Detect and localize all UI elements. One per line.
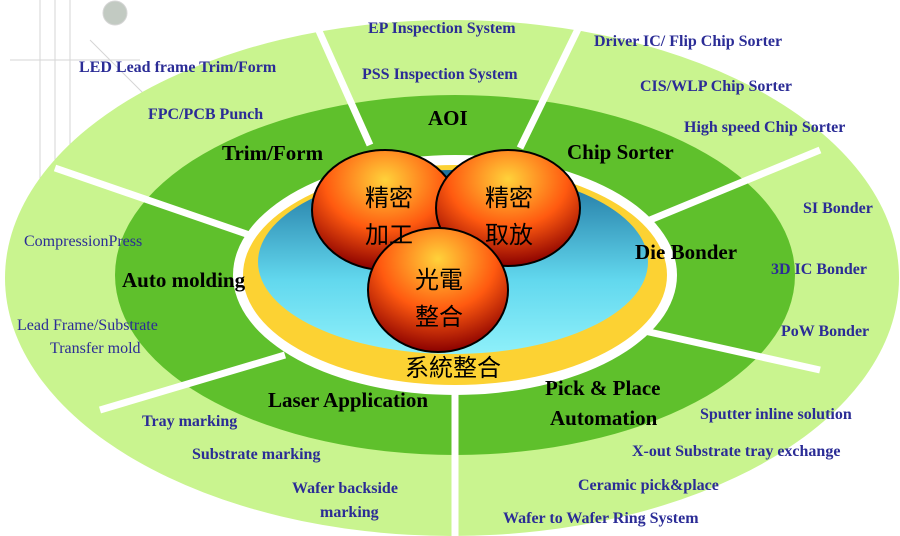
item: LED Lead frame Trim/Form [79, 59, 277, 76]
trim-form-label: Trim/Form [222, 141, 324, 165]
item: Tray marking [142, 413, 238, 430]
segment-dividers [53, 20, 822, 536]
laser-label: Laser Application [268, 388, 429, 412]
item: Ceramic pick&place [578, 477, 719, 494]
core-label-3: 光電整合 [415, 266, 463, 331]
background-circuit-decoration [10, 0, 151, 220]
core-label-1: 精密加工 [365, 184, 413, 249]
item: Lead Frame/Substrate [17, 317, 158, 334]
core-label-2: 精密取放 [485, 184, 533, 249]
die-bonder-label: Die Bonder [635, 240, 738, 264]
pick-place-label-1: Pick & Place [545, 376, 661, 400]
item: X-out Substrate tray exchange [632, 443, 841, 460]
item: FPC/PCB Punch [148, 106, 264, 123]
item: High speed Chip Sorter [684, 119, 846, 136]
chip-sorter-label: Chip Sorter [567, 140, 674, 164]
item: 3D IC Bonder [771, 261, 868, 278]
item: Driver IC/ Flip Chip Sorter [594, 33, 783, 50]
item: Wafer backside [292, 480, 398, 497]
pick-place-label-2: Automation [550, 406, 658, 430]
auto-molding-label: Auto molding [122, 268, 246, 292]
aoi-label: AOI [428, 106, 468, 130]
item: PoW Bonder [781, 323, 870, 340]
item: marking [320, 504, 379, 521]
circle-optoelectronic [367, 227, 509, 353]
item: Transfer mold [50, 340, 141, 357]
item: Wafer to Wafer Ring System [503, 510, 699, 527]
item: Sputter inline solution [700, 406, 852, 423]
item: SI Bonder [803, 200, 873, 217]
system-integration-label: 系統整合 [405, 354, 501, 382]
item: PSS Inspection System [362, 66, 518, 83]
item: CompressionPress [24, 233, 143, 250]
item: CIS/WLP Chip Sorter [640, 78, 793, 95]
item: Substrate marking [192, 446, 321, 463]
item: EP Inspection System [368, 20, 516, 37]
